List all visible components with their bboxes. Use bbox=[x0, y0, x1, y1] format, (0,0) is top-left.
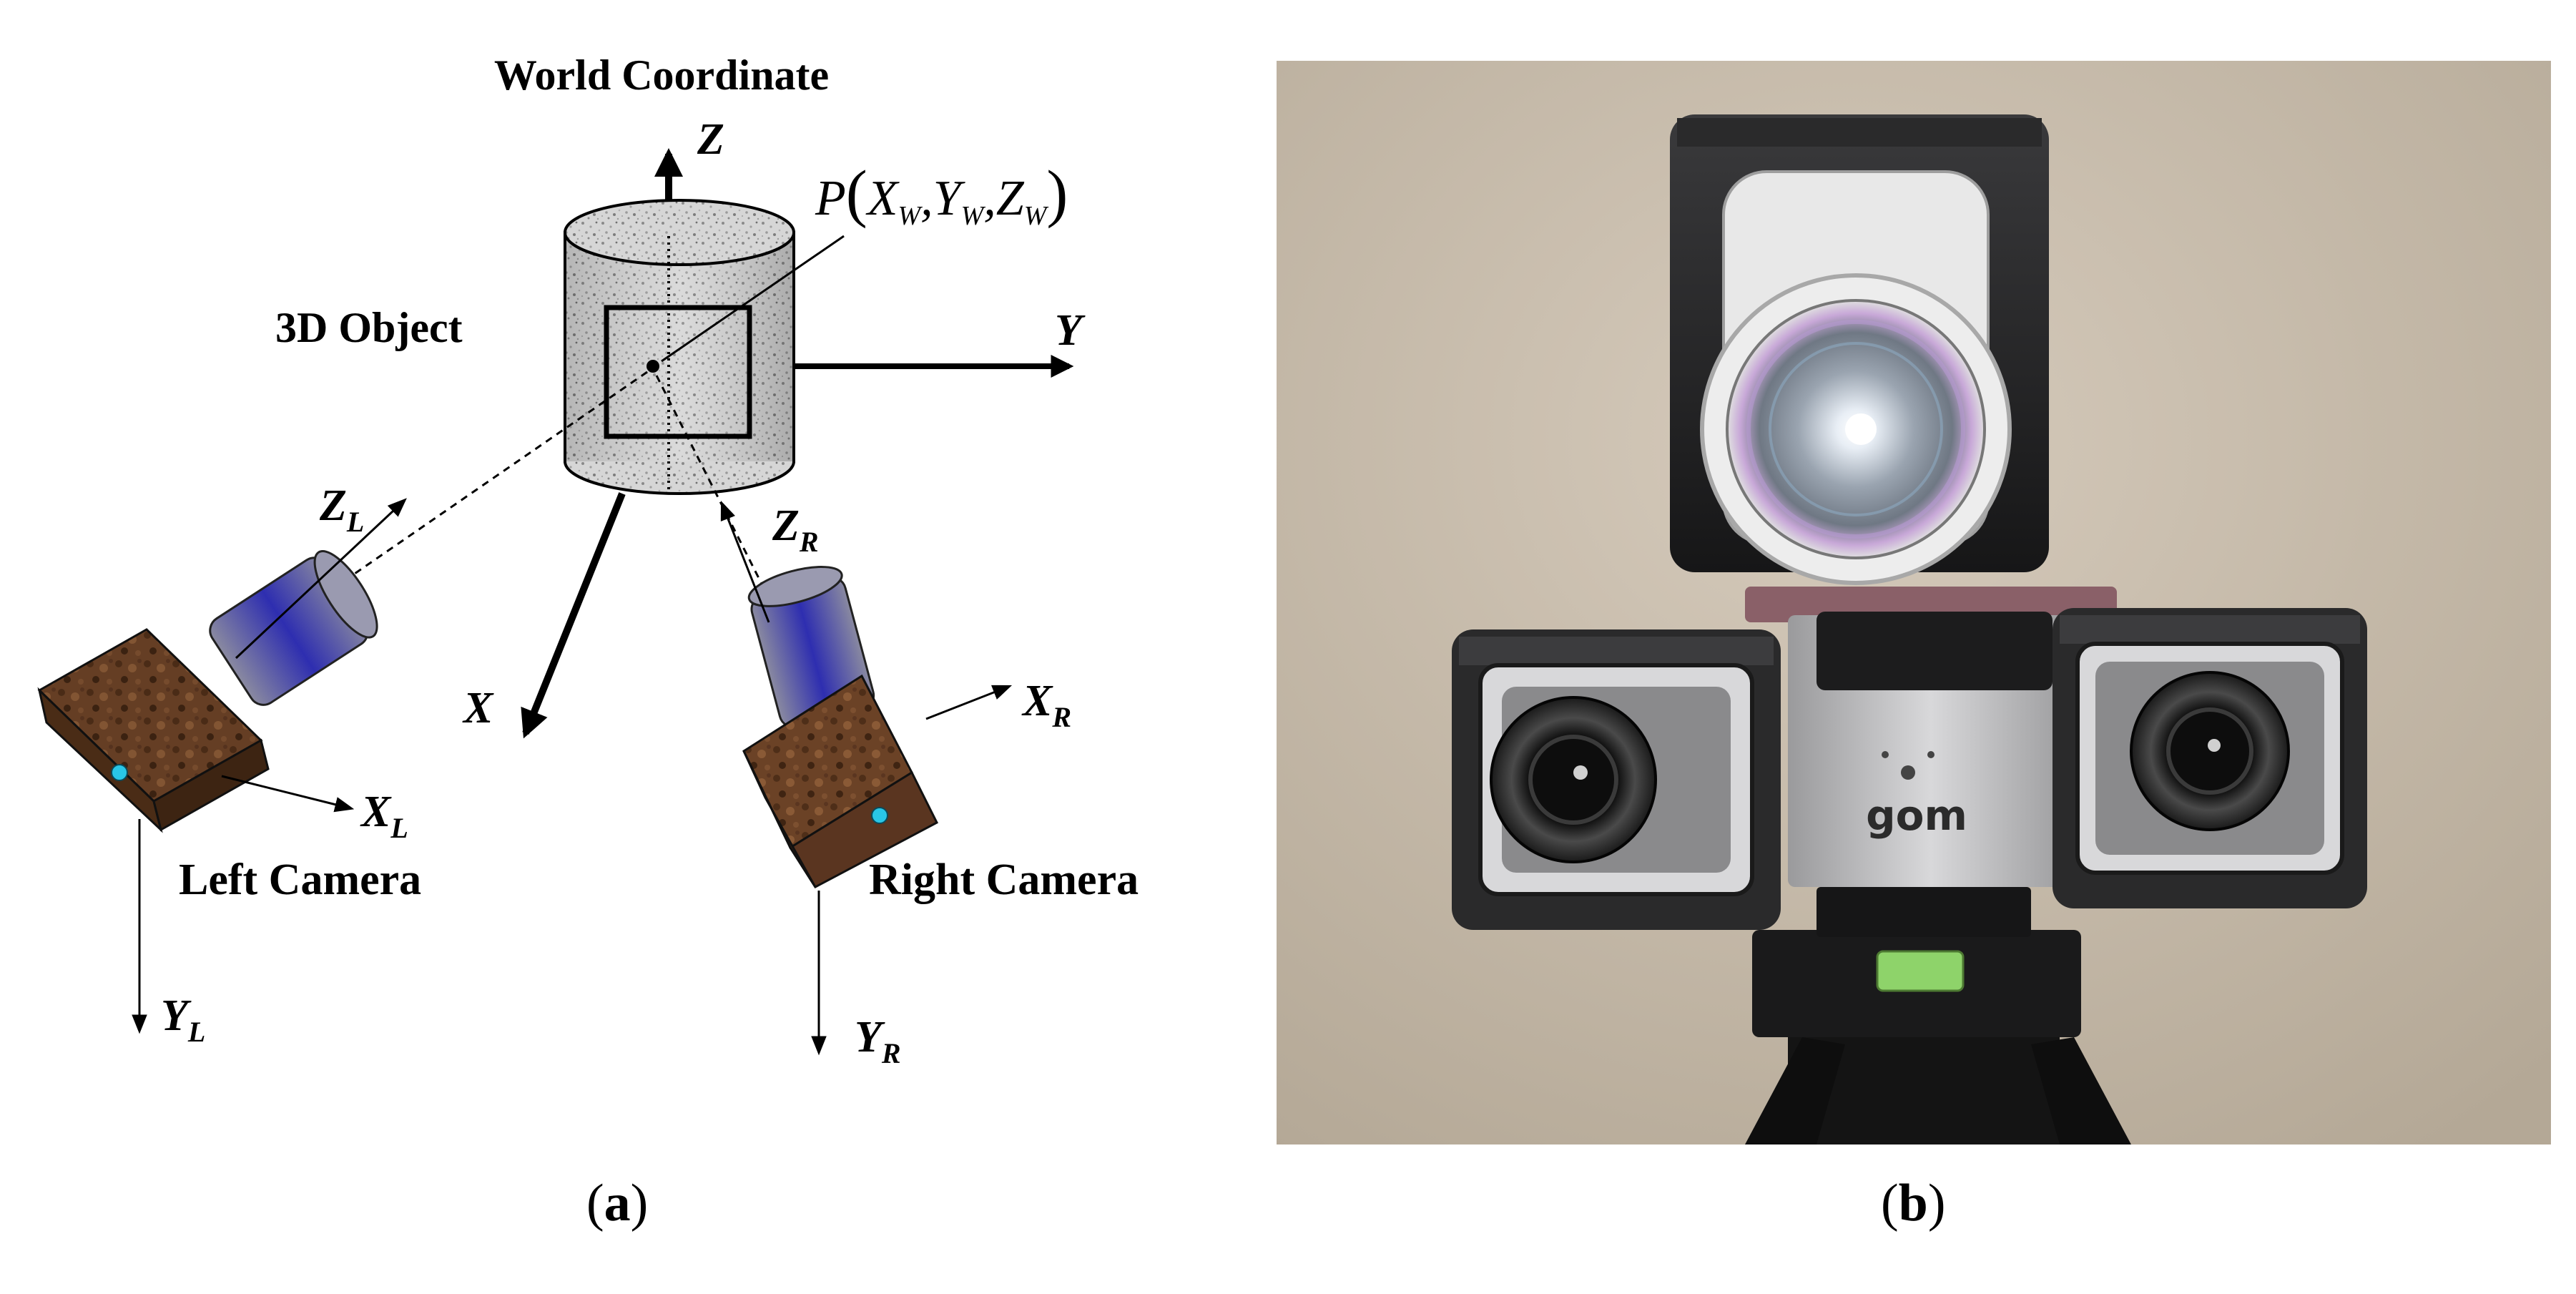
object-label: 3D Object bbox=[275, 304, 463, 351]
world-x-label: X bbox=[462, 684, 494, 732]
left-camera-body bbox=[37, 628, 270, 833]
stereo-camera-diagram: World Coordinate Z Y X 3D Object P(XW,YW… bbox=[0, 0, 1273, 1294]
right-x-axis bbox=[925, 685, 1013, 720]
world-coordinate-title: World Coordinate bbox=[494, 52, 829, 99]
left-x-axis bbox=[221, 775, 355, 813]
object-window bbox=[604, 305, 752, 439]
left-x-label: XL bbox=[360, 788, 408, 844]
brand-logo: gom bbox=[1866, 791, 1967, 840]
photo-canvas: gom bbox=[1277, 61, 2551, 1144]
world-y-label: Y bbox=[1055, 306, 1086, 355]
3d-object-cylinder bbox=[564, 199, 795, 495]
left-z-axis bbox=[235, 498, 407, 660]
tripod bbox=[1745, 930, 2131, 1144]
world-z-label: Z bbox=[697, 115, 724, 164]
right-y-label: YR bbox=[855, 1013, 901, 1069]
right-camera-body bbox=[742, 674, 938, 888]
left-camera-center-dot bbox=[111, 764, 128, 781]
stereo-camera-photo: gom (b) bbox=[1273, 0, 2576, 1294]
left-z-label: ZL bbox=[319, 481, 364, 538]
right-camera: ZR XR YR Right Camera bbox=[720, 500, 1139, 1069]
caption-a: (a) bbox=[586, 1174, 649, 1232]
right-camera-label: Right Camera bbox=[869, 856, 1139, 904]
bubble-level bbox=[1876, 950, 1965, 992]
right-z-axis bbox=[720, 500, 770, 623]
point-p-dot bbox=[647, 360, 659, 373]
caption-b: (b) bbox=[1881, 1174, 1946, 1232]
world-x-axis bbox=[521, 492, 626, 739]
svg-text:P(XW,YW,ZW): P(XW,YW,ZW) bbox=[815, 158, 1068, 231]
projector bbox=[1670, 114, 2049, 585]
right-stereo-camera bbox=[2053, 608, 2367, 908]
left-stereo-camera bbox=[1452, 629, 1781, 930]
left-y-label: YL bbox=[161, 991, 205, 1048]
right-z-label: ZR bbox=[772, 501, 819, 558]
left-sight-line bbox=[278, 371, 648, 627]
right-x-label: XR bbox=[1021, 677, 1071, 733]
left-camera-label: Left Camera bbox=[179, 856, 421, 904]
point-label: P(XW,YW,ZW) bbox=[815, 158, 1068, 231]
center-mount: gom bbox=[1745, 587, 2117, 937]
right-camera-center-dot bbox=[871, 807, 888, 824]
diagram-canvas: World Coordinate Z Y X 3D Object P(XW,YW… bbox=[37, 52, 1139, 1069]
left-camera: ZL XL YL Left Camera bbox=[37, 481, 421, 1048]
point-leader-line bbox=[661, 235, 845, 363]
